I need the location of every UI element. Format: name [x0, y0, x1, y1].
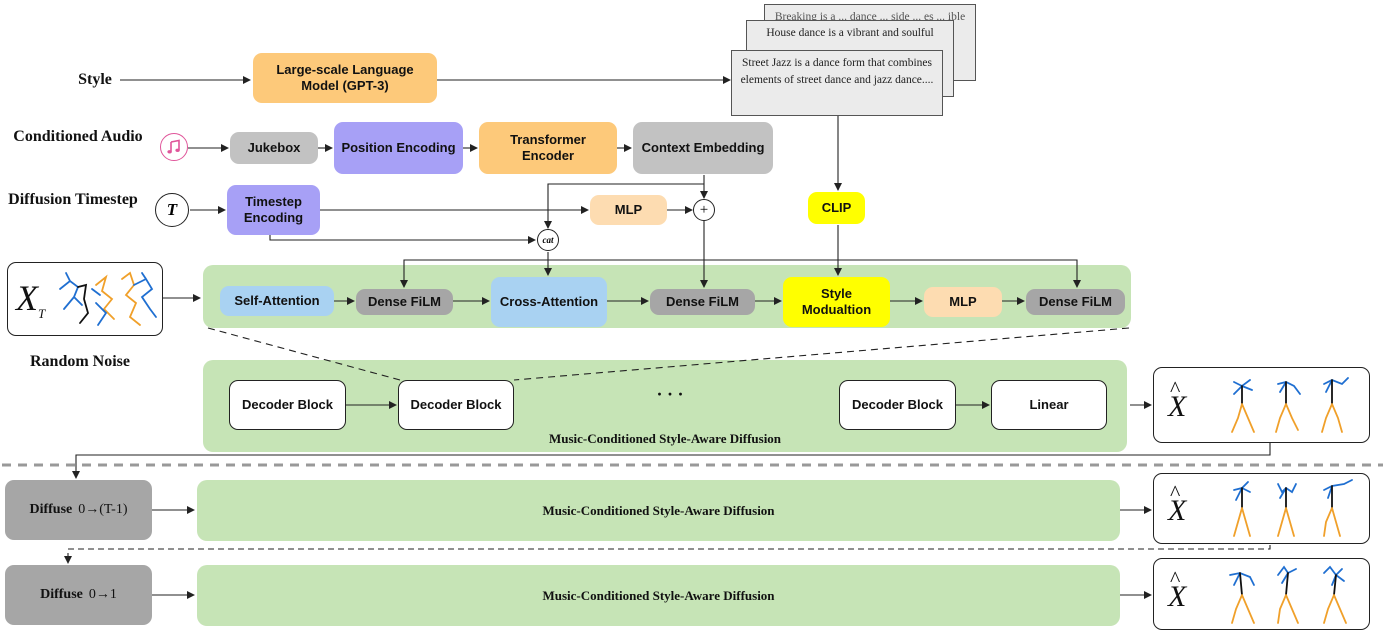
plus-operator: + [693, 199, 715, 221]
output-skeletons [1229, 565, 1347, 624]
cross-attention-box: Cross-Attention [491, 277, 607, 327]
decoder-panel [203, 360, 1127, 452]
diffusion-timestep-label: Diffusion Timestep [8, 191, 138, 208]
conditioned-audio-label: Conditioned Audio [13, 128, 143, 145]
dense-film-box-3: Dense FiLM [1026, 289, 1125, 315]
style-label: Style [78, 71, 112, 88]
arrow-cat-film1 [400, 259, 548, 288]
output-symbol: X^ [1168, 376, 1187, 423]
timestep-encoding-box: Timestep Encoding [227, 185, 320, 235]
timestep-symbol: T [155, 193, 189, 227]
clip-box: CLIP [808, 192, 865, 224]
noise-input-box: XT [7, 262, 163, 336]
context-embedding-box: Context Embedding [633, 122, 773, 174]
output-skeletons [1231, 377, 1349, 433]
zoom-line-left [207, 327, 401, 381]
output-box-1: X^ [1153, 367, 1370, 443]
output-symbol: X^ [1168, 566, 1187, 613]
linear-box: Linear [991, 380, 1107, 430]
random-noise-label: Random Noise [29, 353, 130, 370]
arrow-cat-film3 [548, 259, 1081, 288]
noise-symbol: XT [16, 278, 46, 322]
music-note-icon [160, 133, 188, 161]
llm-box: Large-scale Language Model (GPT-3) [253, 53, 437, 103]
concat-operator: cat [537, 229, 559, 251]
diffuse-step-2: Diffuse 0→1 [5, 565, 152, 625]
arrow-context-cat [544, 183, 704, 229]
decoder-block-2: Decoder Block [398, 380, 514, 430]
arrow-timestep-cat [269, 235, 536, 244]
decoder-block-1: Decoder Block [229, 380, 346, 430]
decoder-ellipsis: · · · [656, 384, 684, 404]
output-symbol: X^ [1168, 480, 1187, 527]
mlp-top-box: MLP [590, 195, 667, 225]
zoom-line-right [513, 327, 1130, 381]
diffusion-step-panel-1 [197, 480, 1120, 541]
output-skeletons [1233, 479, 1353, 537]
dense-film-box-1: Dense FiLM [356, 289, 453, 315]
style-modulation-box: Style Modualtion [783, 277, 890, 327]
diffuse-step-1: Diffuse 0→(T-1) [5, 480, 152, 540]
diffusion-step-panel-1-label: Music-Conditioned Style-Aware Diffusion [542, 502, 775, 518]
decoder-panel-title: Music-Conditioned Style-Aware Diffusion [548, 431, 782, 447]
decoder-block-3: Decoder Block [839, 380, 956, 430]
output-box-2: X^ [1153, 473, 1370, 544]
diffusion-step-panel-2-label: Music-Conditioned Style-Aware Diffusion [542, 587, 775, 603]
mlp-box: MLP [924, 287, 1002, 317]
arrow-output-to-diffuse1 [72, 443, 1271, 479]
noise-skeletons [59, 271, 157, 326]
output-box-3: X^ [1153, 558, 1370, 630]
arrow-output-to-diffuse2 [64, 545, 1271, 564]
self-attention-box: Self-Attention [220, 286, 334, 316]
style-text-card-front: Street Jazz is a dance form that combine… [731, 50, 943, 116]
dense-film-box-2: Dense FiLM [650, 289, 755, 315]
jukebox-box: Jukebox [230, 132, 318, 164]
diffusion-step-panel-2 [197, 565, 1120, 626]
position-encoding-box: Position Encoding [334, 122, 463, 174]
transformer-encoder-box: Transformer Encoder [479, 122, 617, 174]
